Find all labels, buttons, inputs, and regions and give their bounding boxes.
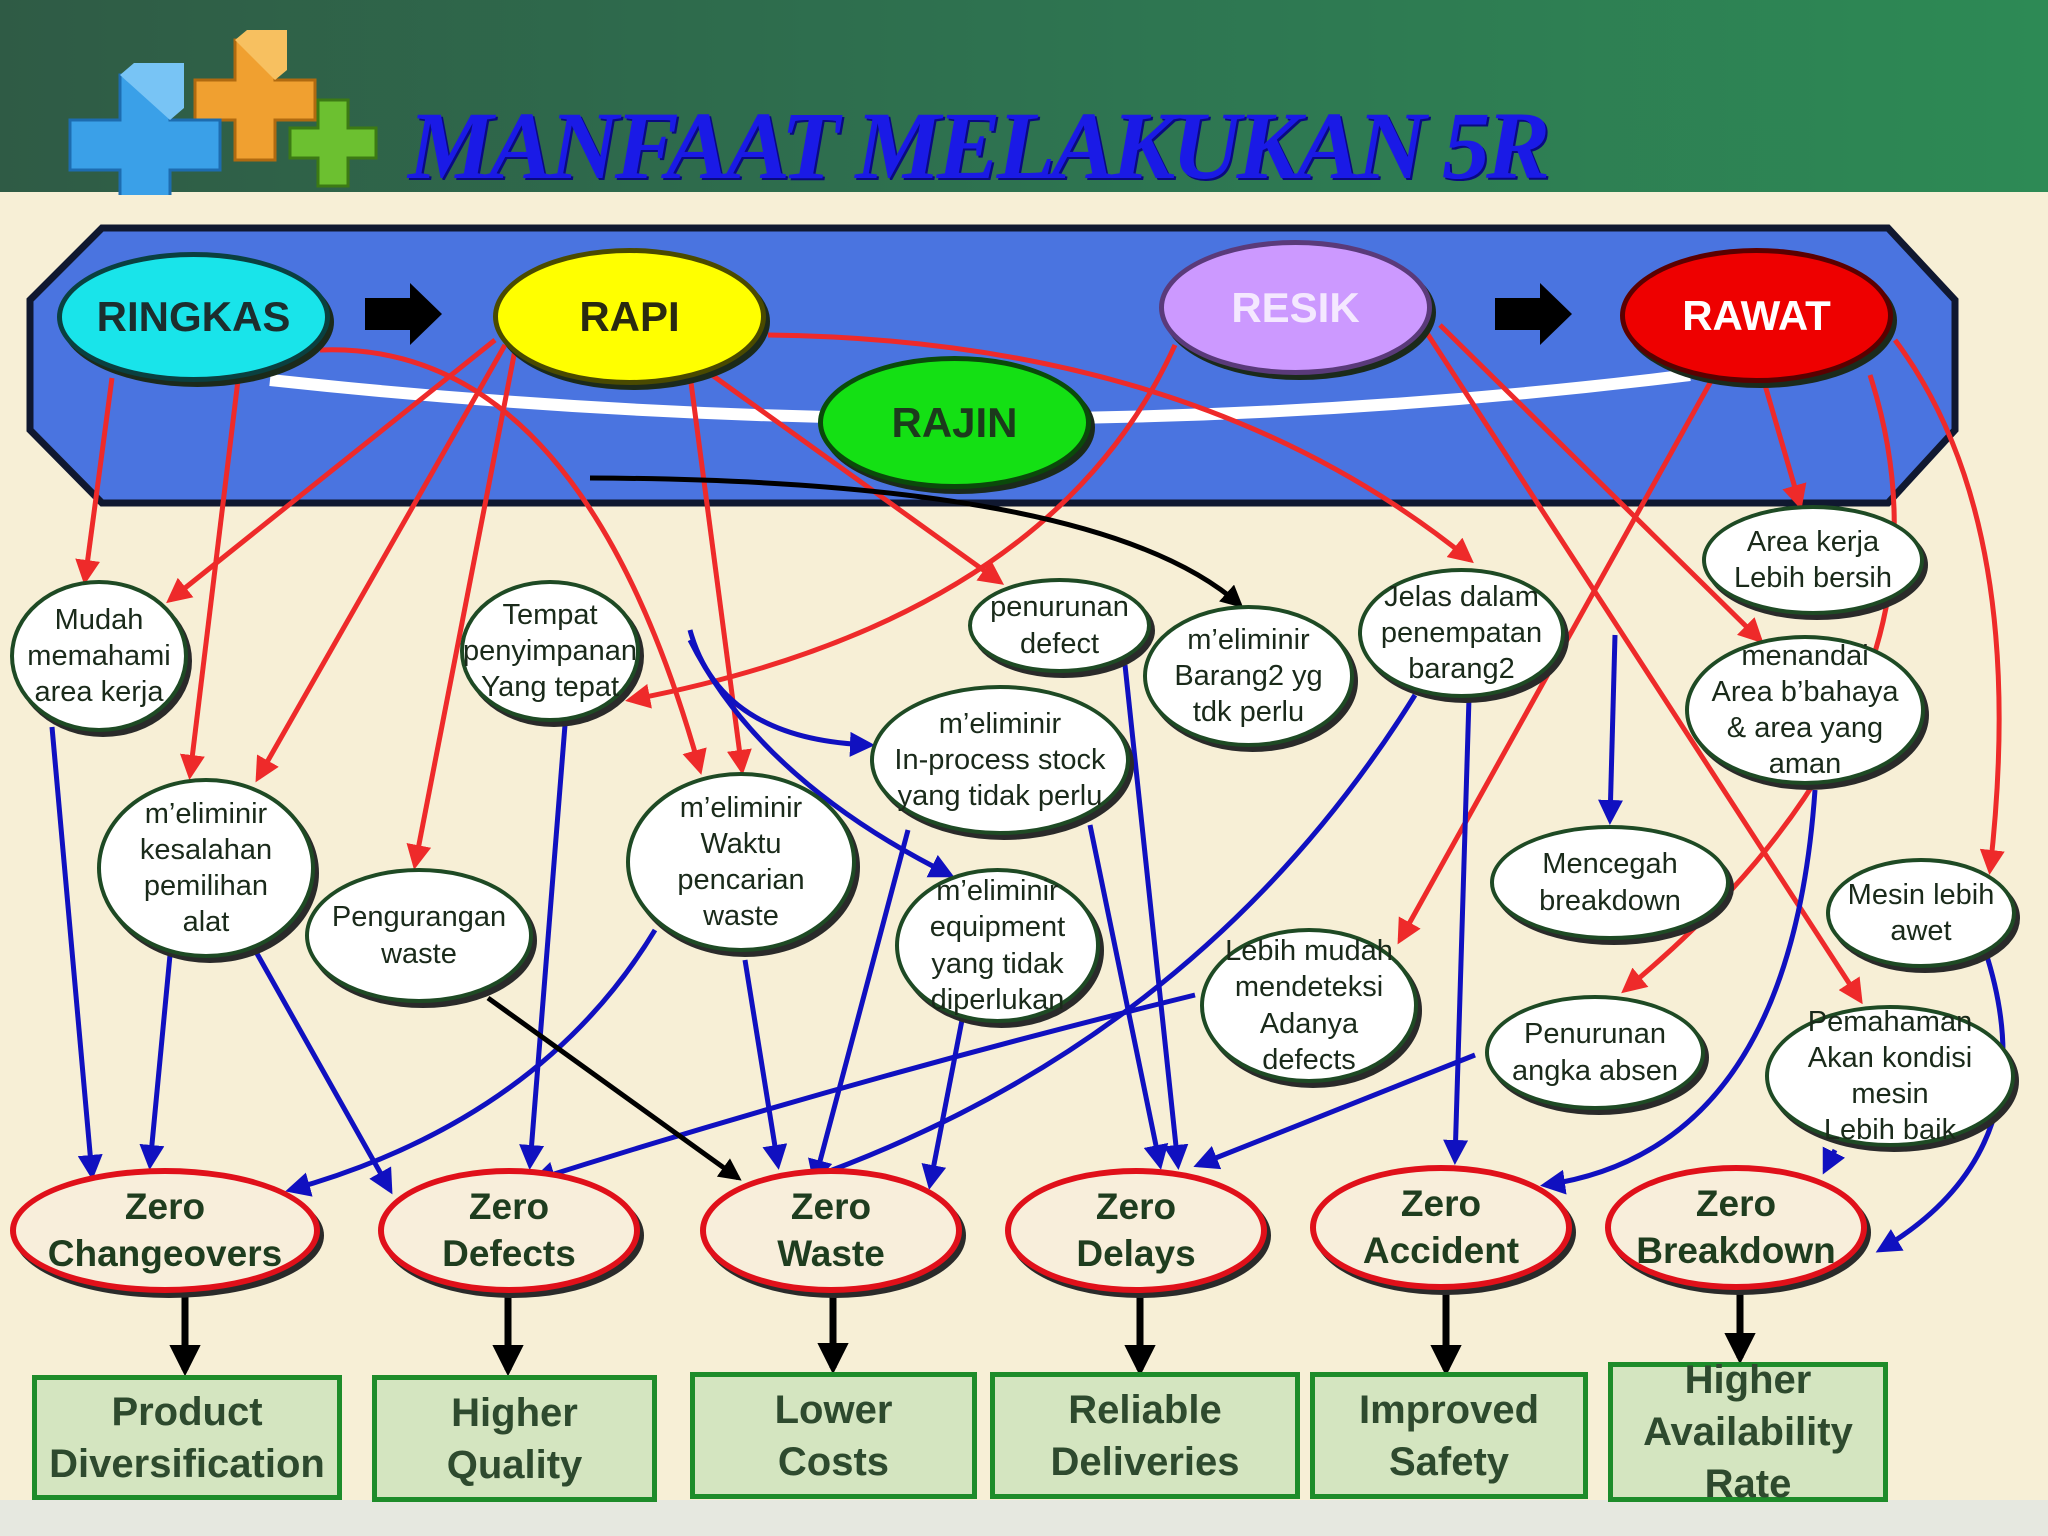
- benefit-eliminir-equipment: m’eliminir equipment yang tidak diperluk…: [895, 868, 1100, 1023]
- blue-arrow: [139, 954, 173, 1170]
- benefit-eliminir-kesalahan: m’eliminir kesalahan pemilihan alat: [97, 778, 315, 958]
- flow-arrow-2: [1495, 283, 1572, 345]
- benefit-area-bersih: Area kerja Lebih bersih: [1702, 505, 1924, 615]
- blue-arrow: [49, 726, 103, 1180]
- benefit-pengurangan-waste: Pengurangan waste: [305, 868, 533, 1003]
- result-improved-safety: Improved Safety: [1310, 1372, 1588, 1499]
- result-product-diversification: Product Diversification: [32, 1375, 342, 1500]
- blue-arrow: [252, 948, 393, 1195]
- blue-arrow: [1822, 1146, 1846, 1175]
- blue-arrow: [285, 928, 658, 1197]
- red-arrow: [1762, 384, 1807, 510]
- red-arrow: [166, 338, 497, 604]
- stage-rawat: RAWAT: [1620, 248, 1893, 383]
- benefit-mudah-memahami: Mudah memahami area kerja: [10, 580, 188, 732]
- red-arrow: [75, 377, 115, 585]
- result-lower-costs: Lower Costs: [690, 1372, 977, 1499]
- blue-arrow: [1540, 789, 1818, 1195]
- zero-changeovers: Zero Changeovers: [10, 1168, 320, 1293]
- red-arrow: [703, 367, 1005, 585]
- blue-arrow: [1598, 634, 1624, 825]
- blue-arrow: [800, 693, 1418, 1186]
- blue-arrow: [1443, 664, 1473, 1165]
- zero-waste: Zero Waste: [700, 1168, 962, 1293]
- zero-breakdown: Zero Breakdown: [1605, 1165, 1867, 1290]
- zero-delays: Zero Delays: [1005, 1168, 1267, 1293]
- result-higher-availability: Higher Availability Rate: [1608, 1358, 1888, 1506]
- blue-arrow: [1087, 824, 1169, 1170]
- benefit-lebih-mudah-mendeteksi: Lebih mudah mendeteksi Adanya defects: [1200, 928, 1418, 1083]
- benefit-eliminir-barang: m’eliminir Barang2 yg tdk perlu: [1143, 605, 1354, 747]
- red-arrow: [1438, 323, 1764, 644]
- blue-arrow: [530, 992, 1196, 1186]
- blue-arrow: [1193, 1052, 1476, 1170]
- red-arrow: [319, 347, 707, 775]
- red-arrow: [625, 343, 1178, 709]
- red-arrow: [1892, 338, 2005, 875]
- page-title: MANFAAT MELAKUKAN 5R: [408, 92, 1550, 199]
- blue-arrow: [808, 829, 911, 1185]
- blue-cross-block: [68, 63, 222, 195]
- benefit-mencegah-breakdown: Mencegah breakdown: [1490, 825, 1730, 940]
- blue-arrow: [742, 959, 788, 1170]
- zero-defects: Zero Defects: [378, 1168, 640, 1293]
- red-arrow: [1422, 328, 1863, 1005]
- benefit-tempat-penyimpanan: Tempat penyimpanan Yang tepat: [460, 580, 640, 722]
- stage-rajin: RAJIN: [818, 356, 1091, 489]
- logo-cross-blocks: [68, 30, 378, 195]
- benefit-eliminir-inprocess: m’eliminir In-process stock yang tidak p…: [870, 685, 1130, 835]
- stage-rapi: RAPI: [493, 248, 766, 385]
- black-arrow: [486, 995, 742, 1181]
- red-arrow: [767, 332, 1474, 564]
- green-cross-block: [288, 98, 378, 188]
- stage-ringkas: RINGKAS: [57, 252, 330, 382]
- blue-arrow: [519, 724, 568, 1170]
- benefit-menandai-area: menandai Area b’bahaya & area yang aman: [1685, 635, 1925, 785]
- benefit-mesin-awet: Mesin lebih awet: [1826, 858, 2016, 968]
- blue-arrow: [1122, 664, 1189, 1170]
- benefit-penurunan-absen: Penurunan angka absen: [1485, 995, 1705, 1110]
- benefit-eliminir-waktu: m’eliminir Waktu pencarian waste: [626, 772, 856, 952]
- benefit-pemahaman-mesin: Pemahaman Akan kondisi mesin Lebih baik: [1765, 1005, 2015, 1147]
- result-reliable-deliveries: Reliable Deliveries: [990, 1372, 1300, 1499]
- zero-accident: Zero Accident: [1310, 1165, 1572, 1290]
- blue-arrow: [921, 1019, 965, 1190]
- stage-resik: RESIK: [1159, 240, 1432, 375]
- orange-cross-block: [193, 30, 317, 162]
- benefit-penurunan-defect: penurunan defect: [968, 578, 1151, 673]
- benefit-jelas-penempatan: Jelas dalam penempatan barang2: [1358, 568, 1565, 698]
- red-arrow: [180, 379, 241, 780]
- result-higher-quality: Higher Quality: [372, 1375, 657, 1502]
- flow-arrow-1: [365, 283, 442, 345]
- black-arrow: [589, 475, 1244, 608]
- blue-arrow: [687, 638, 955, 878]
- red-arrow: [255, 343, 508, 783]
